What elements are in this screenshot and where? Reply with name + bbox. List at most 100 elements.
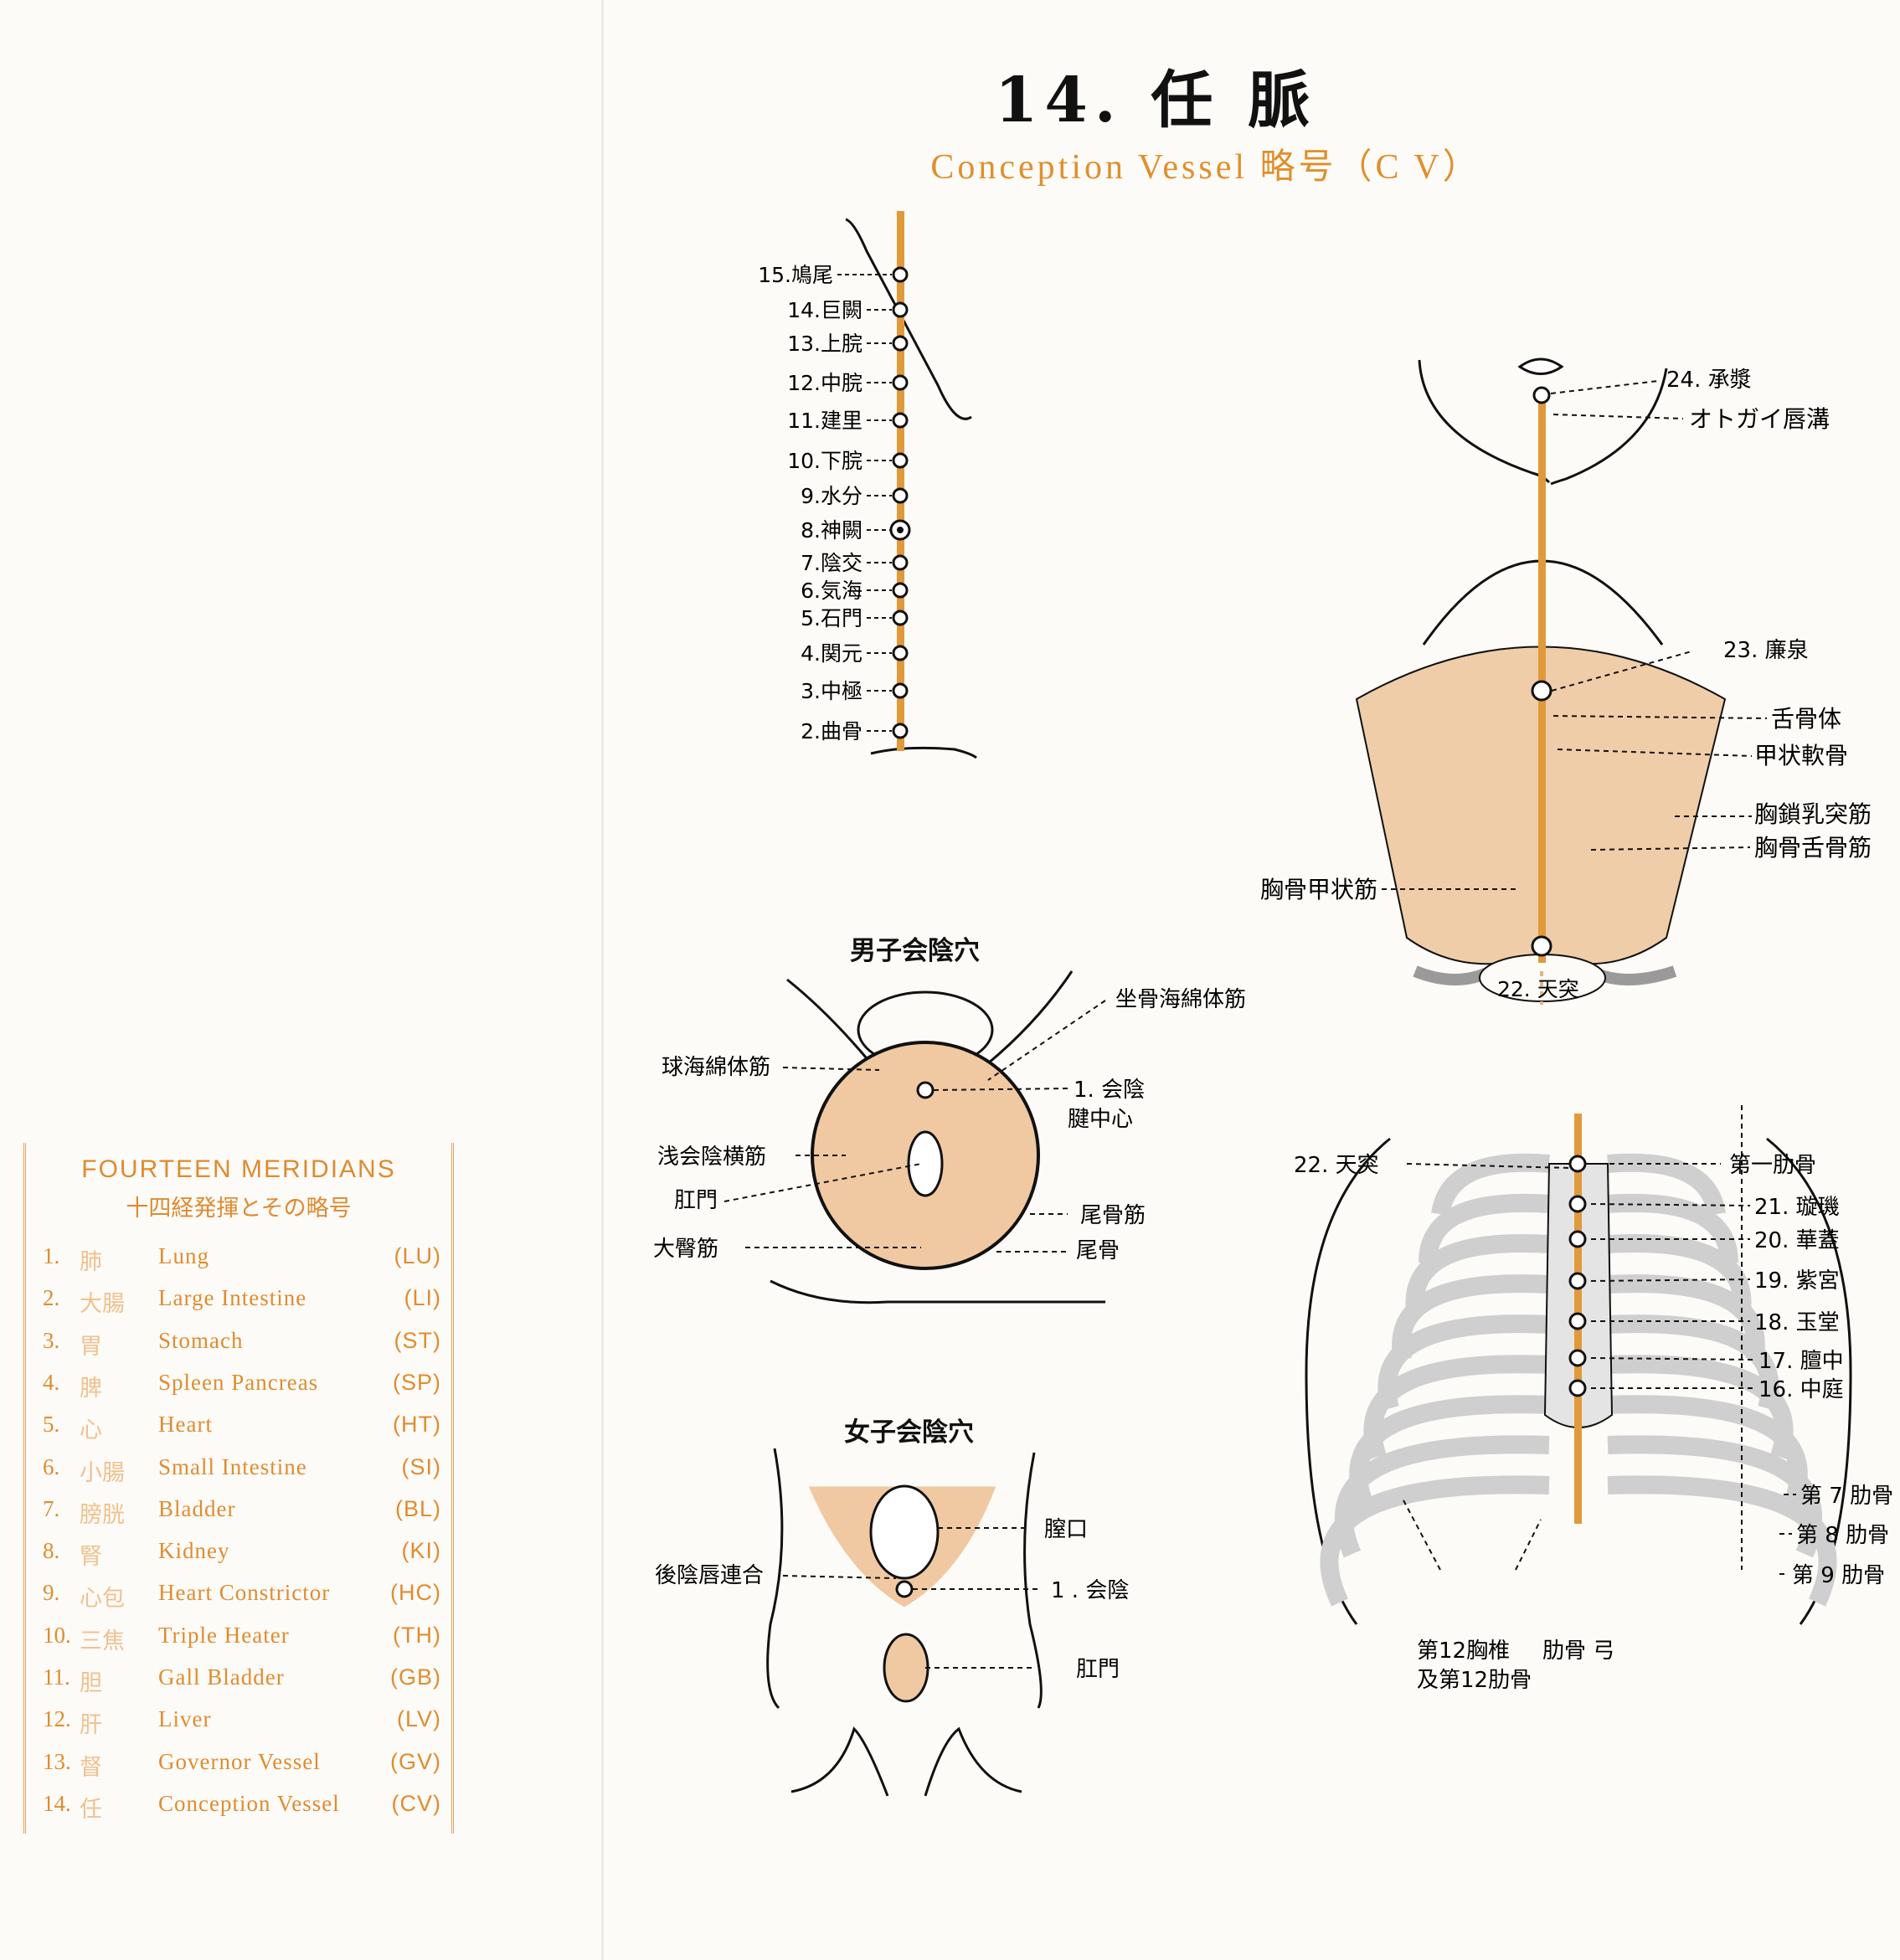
rib <box>1607 1153 1726 1217</box>
acupoint-marker <box>892 723 909 739</box>
label-costal-arch: 肋骨 弓 <box>1542 1638 1614 1664</box>
label-superficial-transverse: 浅会陰横筋 <box>657 1145 766 1170</box>
acupoint-label: 4.関元 <box>801 641 862 666</box>
label-vaginal-opening: 膣口 <box>1044 1517 1088 1542</box>
spacer <box>1524 1105 1531 1114</box>
legend-abbr: (ST) <box>394 1327 441 1353</box>
pubic-outline <box>870 746 977 759</box>
chin-left-outline <box>1418 359 1551 484</box>
label-ren1-male: 1. 会陰 <box>1074 1078 1145 1103</box>
thigh-left-outline <box>766 1448 784 1710</box>
page-title: 14. 任 脈 <box>994 64 1317 136</box>
legend-abbr: (SP) <box>393 1369 441 1395</box>
acupoint-label: 12.中脘 <box>787 371 862 395</box>
label-ren17: 17. 膻中 <box>1758 1349 1844 1374</box>
page-fold <box>601 0 604 1960</box>
legend-kanji: 腎 <box>80 1544 102 1570</box>
legend-name: Governor Vessel <box>158 1748 321 1774</box>
label-hyoid-body: 舌骨体 <box>1771 705 1841 733</box>
acupoint-marker <box>892 682 909 699</box>
ribcage-diagram: 22. 天突 第一肋骨 21. 璇璣 20. 華蓋 19. 紫宮 18. 玉堂 … <box>1294 1105 1893 1691</box>
acupoint-label: 11.建里 <box>787 409 862 433</box>
navel-dot <box>897 527 904 533</box>
buttock-outline <box>770 1279 1105 1304</box>
female-perineum-diagram: 膣口 後陰唇連合 1 . 会陰 肛門 <box>655 1448 1129 1797</box>
legend-abbr: (GB) <box>390 1664 441 1690</box>
legend-num: 10. <box>43 1622 71 1648</box>
conception-meridian-line-neck <box>1538 394 1546 963</box>
page-subtitle: Conception Vessel 略号（C V） <box>930 148 1481 187</box>
legend-abbr: (HC) <box>390 1580 441 1606</box>
acupoint-marker <box>1568 1349 1587 1367</box>
acupoint-label: 2.曲骨 <box>801 719 862 743</box>
acupoint-marker <box>892 266 909 283</box>
legend-num: 7. <box>43 1495 60 1521</box>
label-sternocleidomastoid: 胸鎖乳突筋 <box>1754 800 1872 828</box>
label-mental-groove: オトガイ唇溝 <box>1689 405 1830 433</box>
acupoint-marker <box>892 301 909 318</box>
acupoint-marker <box>1568 1195 1587 1213</box>
acupoint-marker <box>892 335 909 352</box>
female-perineum-title: 女子会陰穴 <box>844 1417 974 1448</box>
legend-num: 5. <box>43 1412 60 1438</box>
label-anus-male: 肛門 <box>674 1188 718 1213</box>
label-bulbospongiosus: 球海綿体筋 <box>662 1055 770 1080</box>
label-ren24: 24. 承漿 <box>1666 368 1752 393</box>
legend-num: 6. <box>43 1453 60 1479</box>
legend-num: 3. <box>43 1327 60 1353</box>
label-coccygeus: 尾骨筋 <box>1080 1203 1146 1228</box>
huiyin-point-female <box>895 1580 914 1598</box>
label-sternohyoid: 胸骨舌骨筋 <box>1754 834 1872 862</box>
abdomen-point-labels: 15.鳩尾14.巨闕13.上脘12.中脘11.建里10.下脘9.水分8.神闕7.… <box>758 263 911 743</box>
label-eighth-rib: 第 8 肋骨 <box>1796 1523 1889 1548</box>
legend-abbr: (SI) <box>401 1453 441 1479</box>
right-ribs <box>1607 1153 1837 1607</box>
rib <box>1607 1274 1765 1362</box>
legend-abbr: (GV) <box>390 1748 441 1774</box>
acupoint-marker <box>892 610 909 626</box>
buttock-right-outline <box>924 1726 1022 1797</box>
acupoint-label: 3.中極 <box>801 679 862 703</box>
legend-kanji: 大腸 <box>80 1291 125 1317</box>
legend-num: 8. <box>43 1538 60 1564</box>
acupoint-marker <box>892 487 909 504</box>
label-ren22-chest: 22. 天突 <box>1294 1153 1379 1178</box>
abdomen-diagram: 15.鳩尾14.巨闕13.上脘12.中脘11.建里10.下脘9.水分8.神闕7.… <box>758 211 977 759</box>
acupoint-marker <box>1568 1272 1587 1290</box>
legend-abbr: (HT) <box>393 1412 441 1438</box>
legend-name: Spleen Pancreas <box>158 1369 319 1395</box>
legend-abbr: (TH) <box>393 1622 441 1648</box>
legend-kanji: 胃 <box>80 1333 102 1359</box>
legend-heading-en: FOURTEEN MERIDIANS <box>81 1155 396 1183</box>
thigh-right-outline <box>987 970 1074 1065</box>
legend-kanji: 心包 <box>80 1586 125 1612</box>
legend-abbr: (CV) <box>391 1790 441 1816</box>
legend-kanji: 胆 <box>80 1670 102 1695</box>
label-seventh-rib: 第 7 肋骨 <box>1800 1484 1893 1509</box>
legend-heading-jp: 十四経発揮とその略号 <box>126 1196 352 1221</box>
legend-num: 4. <box>43 1369 60 1395</box>
legend-name: Heart <box>158 1412 213 1438</box>
legend-name: Triple Heater <box>158 1622 290 1648</box>
legend-kanji: 膀胱 <box>80 1501 125 1527</box>
chest-leader-lines <box>1402 1105 1796 1575</box>
label-ren21: 21. 璇璣 <box>1754 1195 1840 1220</box>
thigh-left-outline <box>786 978 873 1064</box>
rib <box>1607 1475 1837 1607</box>
acupoint-marker <box>1568 1379 1587 1397</box>
legend-kanji: 肺 <box>80 1249 102 1274</box>
rib <box>1431 1153 1550 1217</box>
male-perineum-title: 男子会陰穴 <box>850 936 980 966</box>
label-ren16: 16. 中庭 <box>1758 1377 1844 1402</box>
